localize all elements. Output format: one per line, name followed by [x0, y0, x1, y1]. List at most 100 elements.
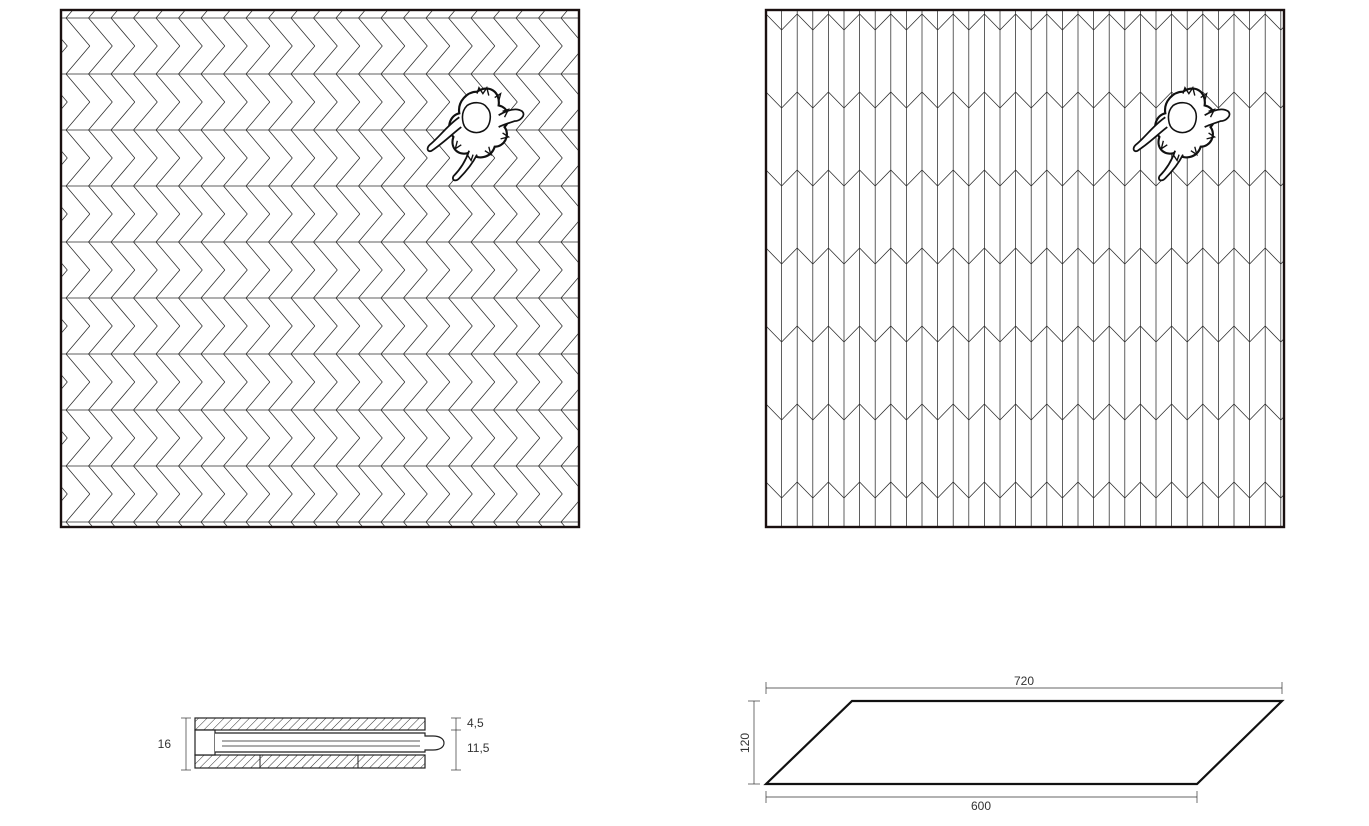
chevron-plank-edge	[61, 318, 68, 327]
chevron-plank-edge	[999, 403, 1016, 421]
chevron-plank-edge	[952, 325, 970, 343]
chevron-plank-edge	[538, 465, 563, 495]
chevron-plank-edge	[921, 403, 938, 421]
chevron-plank-edge	[178, 129, 203, 159]
chevron-plank-edge	[1249, 481, 1266, 499]
chevron-plank-edge	[201, 606, 225, 634]
chevron-plank-edge	[1140, 169, 1157, 187]
chevron-plank-edge	[1140, 13, 1157, 31]
chevron-plank-edge	[1233, 325, 1250, 343]
chevron-plank-edge	[812, 325, 829, 343]
chevron-plank-edge	[88, 10, 96, 19]
chevron-plank-edge	[560, 332, 579, 355]
chevron-plank-edge	[470, 297, 496, 327]
chevron-plank-edge	[875, 560, 891, 576]
chevron-plank-edge	[1015, 247, 1032, 265]
chevron-plank-edge	[606, 410, 630, 438]
chevron-plank-edge	[1030, 481, 1048, 499]
chevron-plank-edge	[1140, 481, 1157, 499]
chevron-plank-edge	[561, 550, 585, 578]
chevron-plank-edge	[874, 325, 892, 343]
chevron-plank-edge	[268, 381, 293, 411]
chevron-plank-edge	[781, 403, 798, 421]
chevron-plank-edge	[1124, 91, 1141, 109]
chevron-plank-edge	[1250, 560, 1266, 576]
chevron-plank-edge	[21, 438, 45, 466]
chevron-plank-edge	[494, 550, 518, 578]
chevron-plank-edge	[560, 164, 579, 187]
chevron-plank-edge	[290, 353, 316, 383]
chevron-plank-edge	[493, 241, 518, 271]
chevron-plank-edge	[1108, 325, 1126, 343]
chevron-plank-edge	[952, 481, 970, 499]
chevron-plank-edge	[999, 247, 1016, 265]
chevron-plank-edge	[88, 409, 113, 439]
chevron-plank-edge	[843, 169, 860, 187]
chevron-plank-edge	[313, 10, 321, 19]
chevron-plank-edge	[1125, 560, 1141, 576]
chevron-plank-edge	[314, 606, 338, 634]
chevron-plank-edge	[538, 73, 563, 103]
chevron-plank-edge	[425, 493, 451, 523]
chevron-plank-edge	[921, 13, 938, 31]
chevron-plank-edge	[335, 297, 361, 327]
chevron-plank-edge	[61, 213, 68, 222]
chevron-plank-edge	[1031, 560, 1047, 576]
chevron-plank-edge	[1218, 91, 1235, 109]
chevron-plank-edge	[155, 381, 181, 411]
chevron-plank-edge	[470, 381, 496, 411]
chevron-plank-edge	[812, 169, 829, 187]
chevron-plank-edge	[380, 17, 406, 47]
chevron-plank-edge	[110, 297, 136, 327]
chevron-plank-edge	[968, 403, 985, 421]
chevron-plank-edge	[425, 269, 451, 299]
chevron-plank-edge	[606, 74, 630, 102]
chevron-plank-edge	[968, 325, 985, 343]
chevron-plank-edge	[448, 297, 473, 327]
chevron-plank-edge	[859, 325, 876, 343]
chevron-plank-edge	[448, 17, 473, 47]
chevron-plank-edge	[335, 493, 361, 523]
chevron-plank-edge	[538, 129, 563, 159]
chevron-plank-edge	[61, 157, 68, 166]
chevron-plank-edge	[359, 606, 383, 634]
chevron-plank-edge	[313, 437, 338, 467]
chevron-plank-edge	[937, 91, 954, 109]
chevron-plank-edge	[269, 550, 293, 578]
chevron-plank-edge	[843, 247, 860, 265]
chevron-plank-edge	[828, 481, 845, 499]
chevron-plank-edge	[470, 465, 496, 495]
chevron-plank-edge	[200, 437, 226, 467]
chevron-plank-edge	[493, 269, 518, 299]
chevron-plank-edge	[133, 73, 158, 103]
chevron-plank-edge	[88, 269, 113, 299]
chevron-plank-edge	[448, 241, 473, 271]
chevron-plank-edge	[1030, 169, 1048, 187]
chevron-plank-edge	[1233, 91, 1250, 109]
chevron-plank-edge	[796, 13, 814, 31]
chevron-plank-edge	[245, 185, 271, 215]
chevron-plank-edge	[133, 381, 158, 411]
chevron-plank-edge	[223, 45, 248, 75]
chevron-plank-edge	[335, 213, 361, 243]
chevron-plank-edge	[65, 129, 91, 159]
chevron-plank-edge	[584, 270, 608, 298]
chevron-plank-edge	[200, 353, 226, 383]
chevron-plank-edge	[21, 270, 45, 298]
chevron-plank-edge	[1108, 13, 1126, 31]
chevron-plank-edge	[1077, 247, 1094, 265]
chevron-plank-edge	[796, 481, 814, 499]
chevron-plank-edge	[843, 325, 860, 343]
chevron-plank-edge	[110, 185, 136, 215]
chevron-plank-edge	[358, 157, 383, 187]
chevron-plank-edge	[425, 409, 451, 439]
chevron-plank-edge	[584, 18, 608, 46]
chevron-plank-edge	[268, 129, 293, 159]
chevron-plank-edge	[1264, 403, 1282, 421]
chevron-plank-edge	[245, 437, 271, 467]
chevron-plank-edge	[268, 465, 293, 495]
chevron-plank-edge	[21, 522, 45, 550]
chevron-plank-edge	[290, 409, 316, 439]
chevron-plank-edge	[606, 102, 630, 130]
chevron-plank-edge	[1046, 169, 1063, 187]
